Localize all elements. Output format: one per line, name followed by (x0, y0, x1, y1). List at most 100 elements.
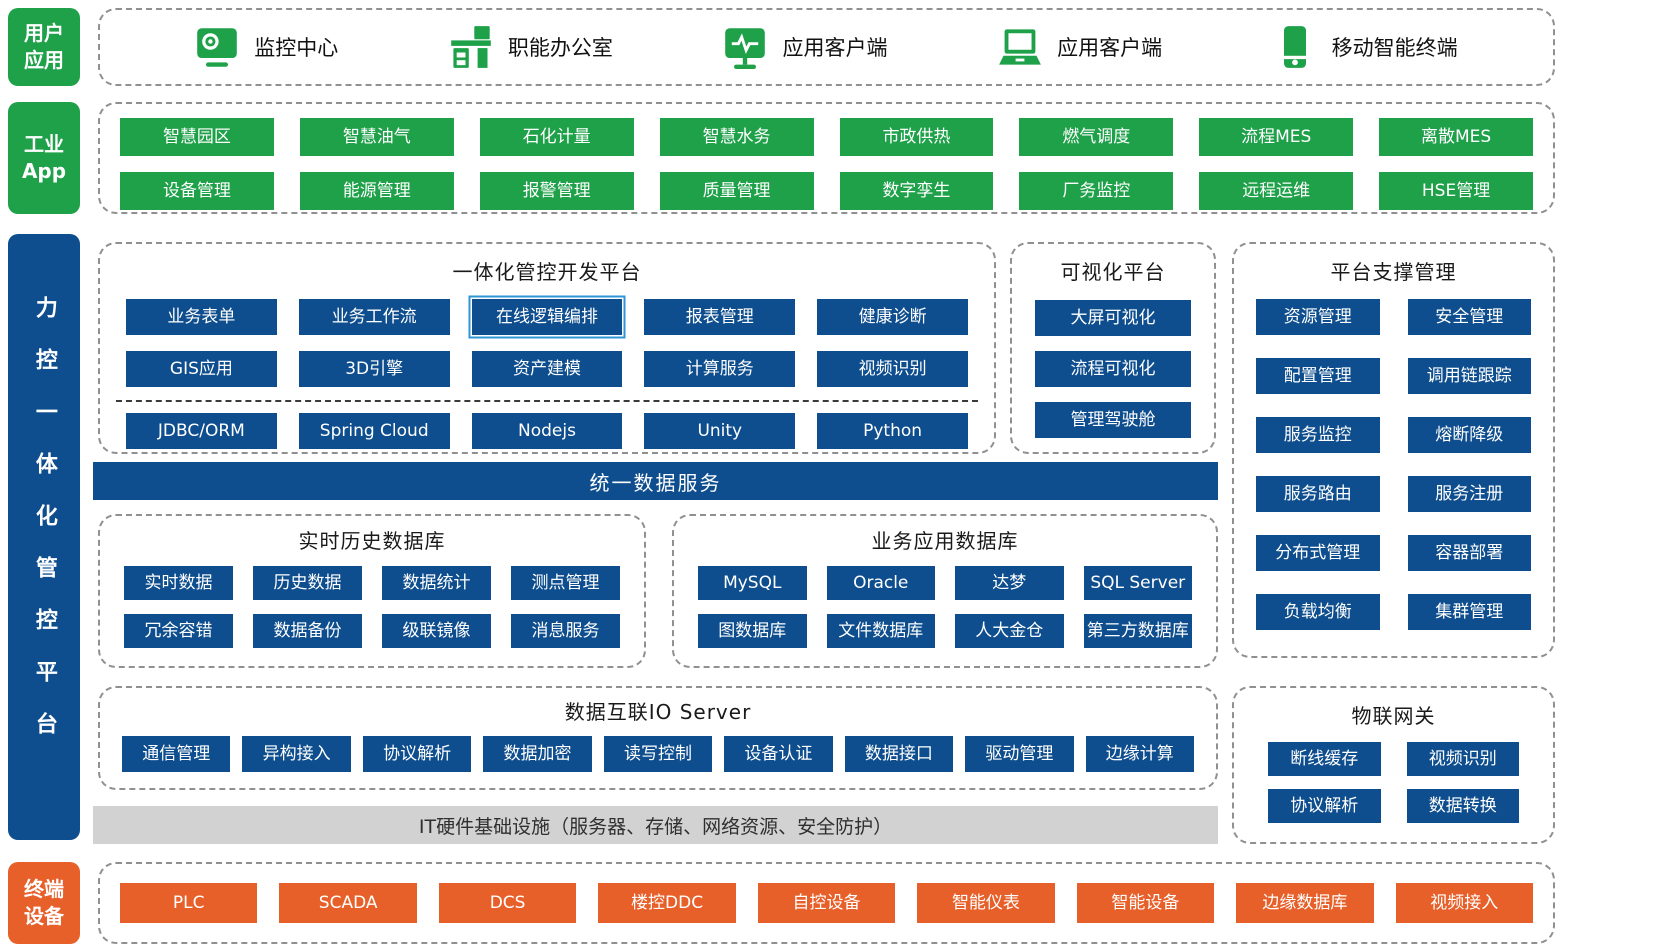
node-terminal-device: PLC (120, 883, 258, 923)
node-terminal-device: 智能设备 (1076, 883, 1215, 923)
section-title: 实时历史数据库 (298, 529, 446, 553)
node-dev-tech: Spring Cloud (298, 413, 450, 449)
node-terminal-device: 自控设备 (757, 883, 896, 923)
unified-data-service-banner: 统一数据服务 (93, 462, 1218, 500)
node-visual-feature: 大屏可视化 (1035, 300, 1191, 336)
node-io-feature: 数据接口 (844, 736, 954, 772)
node-industry-app: 质量管理 (659, 172, 814, 210)
node-io-feature: 读写控制 (603, 736, 713, 772)
user-app-monitoring-center: 监控中心 (195, 25, 338, 69)
rail-label-terminal-devices: 终端 设备 (8, 862, 80, 944)
node-db-engine: MySQL (698, 566, 807, 600)
section-dev-platform: 一体化管控开发平台 业务表单 业务工作流 在线逻辑编排 报表管理 健康诊断 GI… (98, 242, 996, 454)
rail-label-user-apps: 用户 应用 (8, 8, 80, 86)
node-terminal-device: 边缘数据库 (1236, 883, 1374, 923)
node-industry-app: 智慧园区 (120, 118, 274, 156)
node-industry-app: 能源管理 (299, 172, 454, 210)
node-dev-feature: 报表管理 (644, 299, 796, 335)
node-io-feature: 设备认证 (724, 736, 833, 772)
node-dev-feature: 计算服务 (644, 351, 796, 387)
node-io-feature: 数据加密 (483, 736, 592, 772)
node-support-feature: 集群管理 (1407, 594, 1531, 630)
section-iot-gateway: 物联网关 断线缓存 视频识别 协议解析 数据转换 (1232, 686, 1555, 844)
rail-label-platform: 力控一体化管控平台 (8, 234, 80, 840)
node-terminal-device: SCADA (279, 883, 417, 923)
section-title: 数据互联IO Server (564, 700, 752, 724)
node-terminal-device: 智能仪表 (917, 883, 1055, 923)
node-visual-feature: 流程可视化 (1035, 351, 1191, 387)
node-dev-tech: Nodejs (471, 413, 623, 449)
user-app-label: 移动智能终端 (1331, 36, 1458, 60)
node-dev-tech: JDBC/ORM (126, 413, 277, 449)
node-support-feature: 资源管理 (1256, 299, 1380, 335)
node-db-feature: 冗余容错 (124, 614, 233, 648)
node-support-feature: 调用链跟踪 (1407, 358, 1531, 394)
user-app-label: 职能办公室 (507, 36, 613, 60)
section-title: 业务应用数据库 (871, 529, 1019, 553)
node-industry-app: 设备管理 (120, 172, 274, 210)
node-iot-feature: 断线缓存 (1268, 742, 1381, 776)
node-support-feature: 容器部署 (1407, 535, 1531, 571)
section-title: 可视化平台 (1060, 260, 1166, 284)
node-industry-app: 厂务监控 (1019, 172, 1174, 210)
node-industry-app: 市政供热 (839, 118, 994, 156)
office-desk-icon (451, 26, 491, 68)
node-db-engine: 人大金仓 (955, 614, 1064, 648)
laptop-icon (999, 29, 1041, 65)
node-io-feature: 边缘计算 (1085, 736, 1194, 772)
node-dev-feature: 业务工作流 (298, 299, 450, 335)
node-support-feature: 负载均衡 (1256, 594, 1380, 630)
node-terminal-device: 视频接入 (1395, 883, 1533, 923)
monitor-camera-icon (197, 28, 238, 67)
node-industry-app: 报警管理 (479, 172, 634, 210)
node-industry-app: 离散MES (1379, 118, 1533, 156)
section-business-db: 业务应用数据库 MySQL Oracle 达梦 SQL Server 图数据库 … (672, 514, 1218, 668)
node-industry-app: 远程运维 (1199, 172, 1354, 210)
user-app-label: 监控中心 (254, 36, 339, 60)
node-terminal-device: 楼控DDC (598, 883, 736, 923)
section-realtime-db: 实时历史数据库 实时数据 历史数据 数据统计 测点管理 冗余容错 数据备份 级联… (98, 514, 646, 668)
platform-vertical-text: 力控一体化管控平台 (31, 296, 57, 764)
node-visual-feature: 管理驾驶舱 (1035, 402, 1191, 438)
node-support-feature: 分布式管理 (1256, 535, 1380, 571)
dev-platform-divider (116, 400, 978, 402)
node-industry-app: 智慧水务 (659, 118, 814, 156)
smartphone-icon (1283, 26, 1306, 68)
user-app-label: 应用客户端 (1057, 36, 1163, 60)
node-industry-app: 燃气调度 (1019, 118, 1174, 156)
node-iot-feature: 数据转换 (1406, 789, 1519, 823)
node-db-engine: 达梦 (955, 566, 1064, 600)
node-iot-feature: 视频识别 (1406, 742, 1519, 776)
section-title: 平台支撑管理 (1330, 260, 1457, 284)
node-industry-app: 石化计量 (479, 118, 634, 156)
node-db-feature: 级联镜像 (382, 614, 491, 648)
section-industry-apps: 智慧园区 智慧油气 石化计量 智慧水务 市政供热 燃气调度 流程MES 离散ME… (98, 102, 1555, 214)
node-dev-feature: 视频识别 (817, 351, 968, 387)
node-db-feature: 数据统计 (382, 566, 491, 600)
node-db-feature: 消息服务 (511, 614, 620, 648)
node-io-feature: 通信管理 (122, 736, 231, 772)
user-app-functional-office: 职能办公室 (449, 25, 613, 69)
node-io-feature: 异构接入 (242, 736, 351, 772)
user-app-mobile-terminal: 移动智能终端 (1273, 25, 1458, 69)
section-io-server: 数据互联IO Server 通信管理 异构接入 协议解析 数据加密 读写控制 设… (98, 686, 1218, 790)
node-dev-feature: 业务表单 (126, 299, 277, 335)
node-db-engine: 图数据库 (698, 614, 807, 648)
node-dev-feature-highlighted: 在线逻辑编排 (471, 299, 623, 335)
node-support-feature: 熔断降级 (1407, 417, 1531, 453)
section-terminal-devices: PLC SCADA DCS 楼控DDC 自控设备 智能仪表 智能设备 边缘数据库… (98, 862, 1555, 944)
node-io-feature: 驱动管理 (965, 736, 1074, 772)
node-support-feature: 服务监控 (1256, 417, 1380, 453)
node-industry-app: HSE管理 (1379, 172, 1533, 210)
node-industry-app: 数字孪生 (839, 172, 994, 210)
node-db-feature: 数据备份 (253, 614, 362, 648)
monitor-pulse-icon (725, 28, 766, 69)
user-app-client: 应用客户端 (723, 25, 887, 69)
node-dev-feature: 健康诊断 (817, 299, 968, 335)
node-dev-tech: Unity (644, 413, 796, 449)
node-db-engine: Oracle (826, 566, 935, 600)
node-industry-app: 智慧油气 (299, 118, 454, 156)
section-title: 一体化管控开发平台 (452, 260, 642, 284)
node-io-feature: 协议解析 (362, 736, 472, 772)
